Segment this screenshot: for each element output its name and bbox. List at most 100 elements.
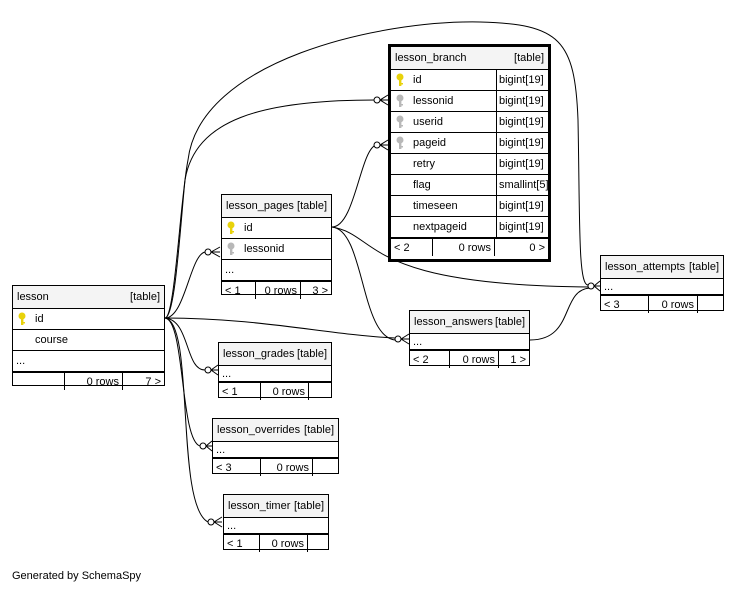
table-footer: < 1 0 rows xyxy=(224,534,328,552)
table-header: lesson_branch [table] xyxy=(391,47,548,70)
more-columns: ... xyxy=(410,334,529,350)
table-name: lesson_attempts xyxy=(605,261,686,273)
primary-key-icon xyxy=(395,73,407,87)
table-footer: < 3 0 rows xyxy=(601,295,723,313)
children-count[interactable] xyxy=(698,296,723,313)
table-lesson-timer[interactable]: lesson_timer [table] ... < 1 0 rows xyxy=(223,494,329,552)
edge-lesson-answers-to-lesson-attempts xyxy=(529,287,591,341)
primary-key-icon xyxy=(226,221,238,235)
row-count: 0 rows xyxy=(260,535,308,552)
table-lesson-grades[interactable]: lesson_grades [table] ... < 1 0 rows xyxy=(218,342,332,400)
children-count[interactable] xyxy=(308,535,328,552)
children-count[interactable]: 3 > xyxy=(312,284,328,297)
foreign-key-icon xyxy=(395,94,407,108)
table-tag: [table] xyxy=(130,291,160,303)
parents-count[interactable]: < 2 xyxy=(410,351,450,368)
more-columns: ... xyxy=(222,260,331,281)
table-tag: [table] xyxy=(304,424,334,436)
column-row[interactable]: lessonid xyxy=(222,239,331,260)
crowfoot-branch-pageid xyxy=(373,141,381,149)
column-type: bigint[19] xyxy=(496,154,548,174)
column-row[interactable]: flag smallint[5] xyxy=(391,175,549,196)
column-name: timeseen xyxy=(413,200,458,212)
children-count[interactable]: 1 > xyxy=(510,353,526,366)
row-count: 0 rows xyxy=(450,351,499,368)
more-columns: ... xyxy=(219,366,331,382)
column-row[interactable]: id xyxy=(222,218,331,239)
column-name: pageid xyxy=(413,137,447,149)
edge-lesson-to-lesson-attempts xyxy=(164,21,589,319)
table-name: lesson_grades xyxy=(223,348,295,360)
table-name: lesson xyxy=(17,291,49,303)
row-count: 0 rows xyxy=(261,383,309,400)
parents-count[interactable]: < 3 xyxy=(213,459,261,476)
parents-count[interactable]: < 1 xyxy=(219,383,261,400)
crowfoot-grades xyxy=(204,366,212,374)
children-count[interactable] xyxy=(309,383,331,400)
table-name: lesson_answers xyxy=(414,316,493,328)
table-header: lesson_grades [table] xyxy=(219,343,331,366)
edge-lesson-pages-to-lesson-answers xyxy=(331,226,397,341)
column-type: bigint[19] xyxy=(496,217,548,237)
table-tag: [table] xyxy=(689,261,719,273)
column-name: nextpageid xyxy=(413,221,467,233)
table-footer: < 3 0 rows xyxy=(213,458,338,476)
crowfoot-attempts xyxy=(587,282,595,290)
column-row[interactable]: nextpageid bigint[19] xyxy=(391,217,548,238)
column-name: course xyxy=(35,334,69,346)
crowfoot-pages-lessonid xyxy=(204,248,212,256)
table-footer: < 1 0 rows 3 > xyxy=(222,281,331,299)
column-name: id xyxy=(413,74,422,86)
parents-count[interactable]: < 3 xyxy=(601,296,649,313)
parents-count[interactable] xyxy=(13,373,65,390)
column-name: lessonid xyxy=(413,95,454,107)
table-tag: [table] xyxy=(495,316,525,328)
table-lesson-overrides[interactable]: lesson_overrides [table] ... < 3 0 rows xyxy=(212,418,339,476)
children-count[interactable]: 7 > xyxy=(145,375,161,388)
column-name: id xyxy=(35,313,44,325)
column-type: smallint[5] xyxy=(496,175,549,195)
crowfoot-branch-lessonid xyxy=(373,96,381,104)
table-lesson-answers[interactable]: lesson_answers [table] ... < 2 0 rows 1 … xyxy=(409,310,530,368)
edge-lesson-to-lesson-pages xyxy=(164,251,206,319)
edge-lesson-to-lesson-grades xyxy=(164,317,206,371)
parents-count[interactable]: < 1 xyxy=(222,282,256,299)
children-count[interactable] xyxy=(313,459,338,476)
more-columns: ... xyxy=(13,351,164,372)
column-name: id xyxy=(244,222,253,234)
column-row[interactable]: timeseen bigint[19] xyxy=(391,196,548,217)
table-lesson[interactable]: lesson [table] id course ... 0 rows 7 > xyxy=(12,285,165,390)
table-name: lesson_pages xyxy=(226,200,294,212)
parents-count[interactable]: < 1 xyxy=(224,535,260,552)
row-count: 0 rows xyxy=(256,282,301,299)
primary-key-icon xyxy=(17,312,29,326)
edge-lesson-to-lesson-answers xyxy=(164,317,396,339)
table-lesson-attempts[interactable]: lesson_attempts [table] ... < 3 0 rows xyxy=(600,255,724,313)
column-row[interactable]: id xyxy=(13,309,164,330)
table-footer: < 1 0 rows xyxy=(219,382,331,400)
table-tag: [table] xyxy=(297,200,327,212)
table-header: lesson_timer [table] xyxy=(224,495,328,518)
column-row[interactable]: course xyxy=(13,330,164,351)
foreign-key-icon xyxy=(395,115,407,129)
column-name: flag xyxy=(413,179,431,191)
row-count: 0 rows xyxy=(261,459,313,476)
column-type: bigint[19] xyxy=(496,112,548,132)
generated-by-note: Generated by SchemaSpy xyxy=(12,570,142,582)
children-count[interactable]: 0 > xyxy=(529,241,545,254)
table-tag: [table] xyxy=(514,52,544,64)
crowfoot-timer xyxy=(207,518,215,526)
table-lesson-pages[interactable]: lesson_pages [table] id lessonid ... < 1… xyxy=(221,194,332,299)
table-header: lesson_pages [table] xyxy=(222,195,331,218)
table-header: lesson_answers [table] xyxy=(410,311,529,334)
parents-count[interactable]: < 2 xyxy=(391,239,433,256)
column-type: bigint[19] xyxy=(496,196,548,216)
edge-lesson-to-lesson-timer xyxy=(164,317,209,523)
